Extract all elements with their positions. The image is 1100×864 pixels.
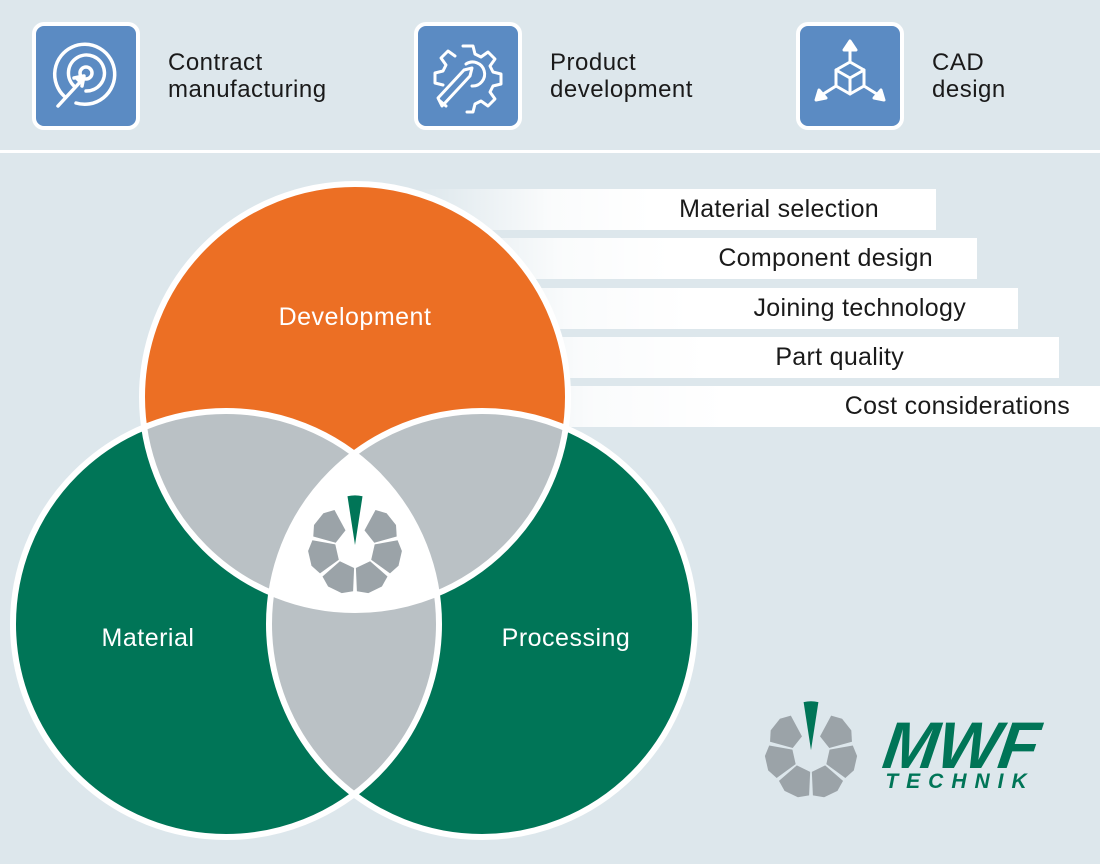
aspect-label: Joining technology (753, 294, 966, 322)
logo-subtitle: TECHNIK (885, 770, 1034, 793)
emblem-segment (770, 715, 802, 748)
logo-name: MWF (879, 709, 1046, 783)
emblem-segment (308, 540, 339, 574)
mwf-emblem-icon (308, 495, 402, 594)
emblem-segment (313, 510, 346, 543)
emblem-segment (826, 745, 858, 778)
venn-label-processing: Processing (502, 624, 631, 652)
service-contract-manufacturing: Contract manufacturing (32, 22, 327, 130)
aspect-label: Part quality (775, 343, 904, 371)
service-product-development: Product development (414, 22, 693, 130)
header-divider (0, 150, 1100, 153)
service-label: CAD design (932, 49, 1006, 103)
service-label: Contract manufacturing (168, 49, 327, 103)
venn-label-material: Material (102, 624, 195, 652)
aspect-bar-material-selection: Material selection (420, 189, 936, 230)
emblem-wedge (347, 495, 363, 545)
emblem-segment (364, 510, 397, 543)
emblem-segment (322, 561, 355, 594)
target-arrow-icon (32, 22, 140, 130)
gear-pencil-icon (414, 22, 522, 130)
service-cad-design: CAD design (796, 22, 1006, 130)
aspect-label: Component design (718, 244, 933, 272)
aspect-label: Material selection (679, 195, 879, 223)
emblem-segment (778, 765, 811, 798)
venn-label-development: Development (279, 303, 432, 331)
emblem-segment (371, 540, 402, 574)
emblem-wedge (803, 701, 819, 751)
3d-cube-axes-icon (796, 22, 904, 130)
emblem-segment (764, 745, 796, 778)
emblem-segment (355, 561, 388, 594)
emblem-segment (811, 765, 844, 798)
mwf-logo-emblem-icon (764, 701, 858, 798)
services-header (0, 0, 1100, 150)
service-label: Product development (550, 49, 693, 103)
aspect-label: Cost considerations (844, 392, 1070, 420)
emblem-segment (820, 715, 852, 748)
